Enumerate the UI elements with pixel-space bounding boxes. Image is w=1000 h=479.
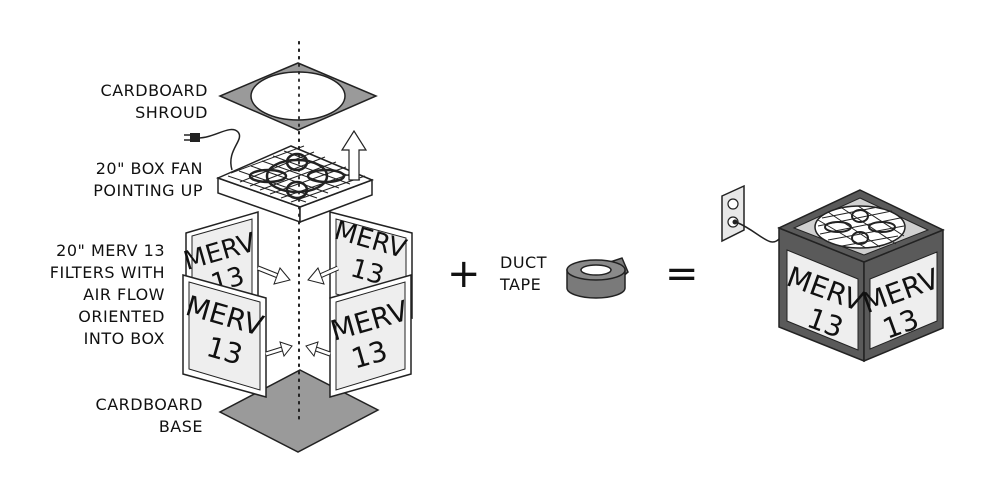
label-duct-tape: DUCT TAPE xyxy=(500,253,547,294)
plus-sign: + xyxy=(447,251,481,297)
assembled-purifier: MERV 13 MERV 13 xyxy=(721,184,945,363)
label-merv-filters: 20" MERV 13 FILTERS WITH AIR FLOW ORIENT… xyxy=(49,241,165,348)
airflow-arrows-back xyxy=(257,265,340,285)
label-cardboard-base: CARDBOARD BASE xyxy=(95,395,203,436)
wall-outlet xyxy=(721,184,745,243)
duct-tape-roll xyxy=(566,257,629,299)
filter-front-right: MERV 13 xyxy=(327,274,412,398)
label-box-fan: 20" BOX FAN POINTING UP xyxy=(93,159,203,200)
airflow-arrows-front xyxy=(265,341,331,358)
equals-sign: = xyxy=(665,251,699,297)
airflow-arrow-up xyxy=(340,129,368,181)
filter-front-left: MERV 13 xyxy=(182,274,267,398)
label-cardboard-shroud: CARDBOARD SHROUD xyxy=(100,81,208,122)
box-fan xyxy=(184,128,375,224)
